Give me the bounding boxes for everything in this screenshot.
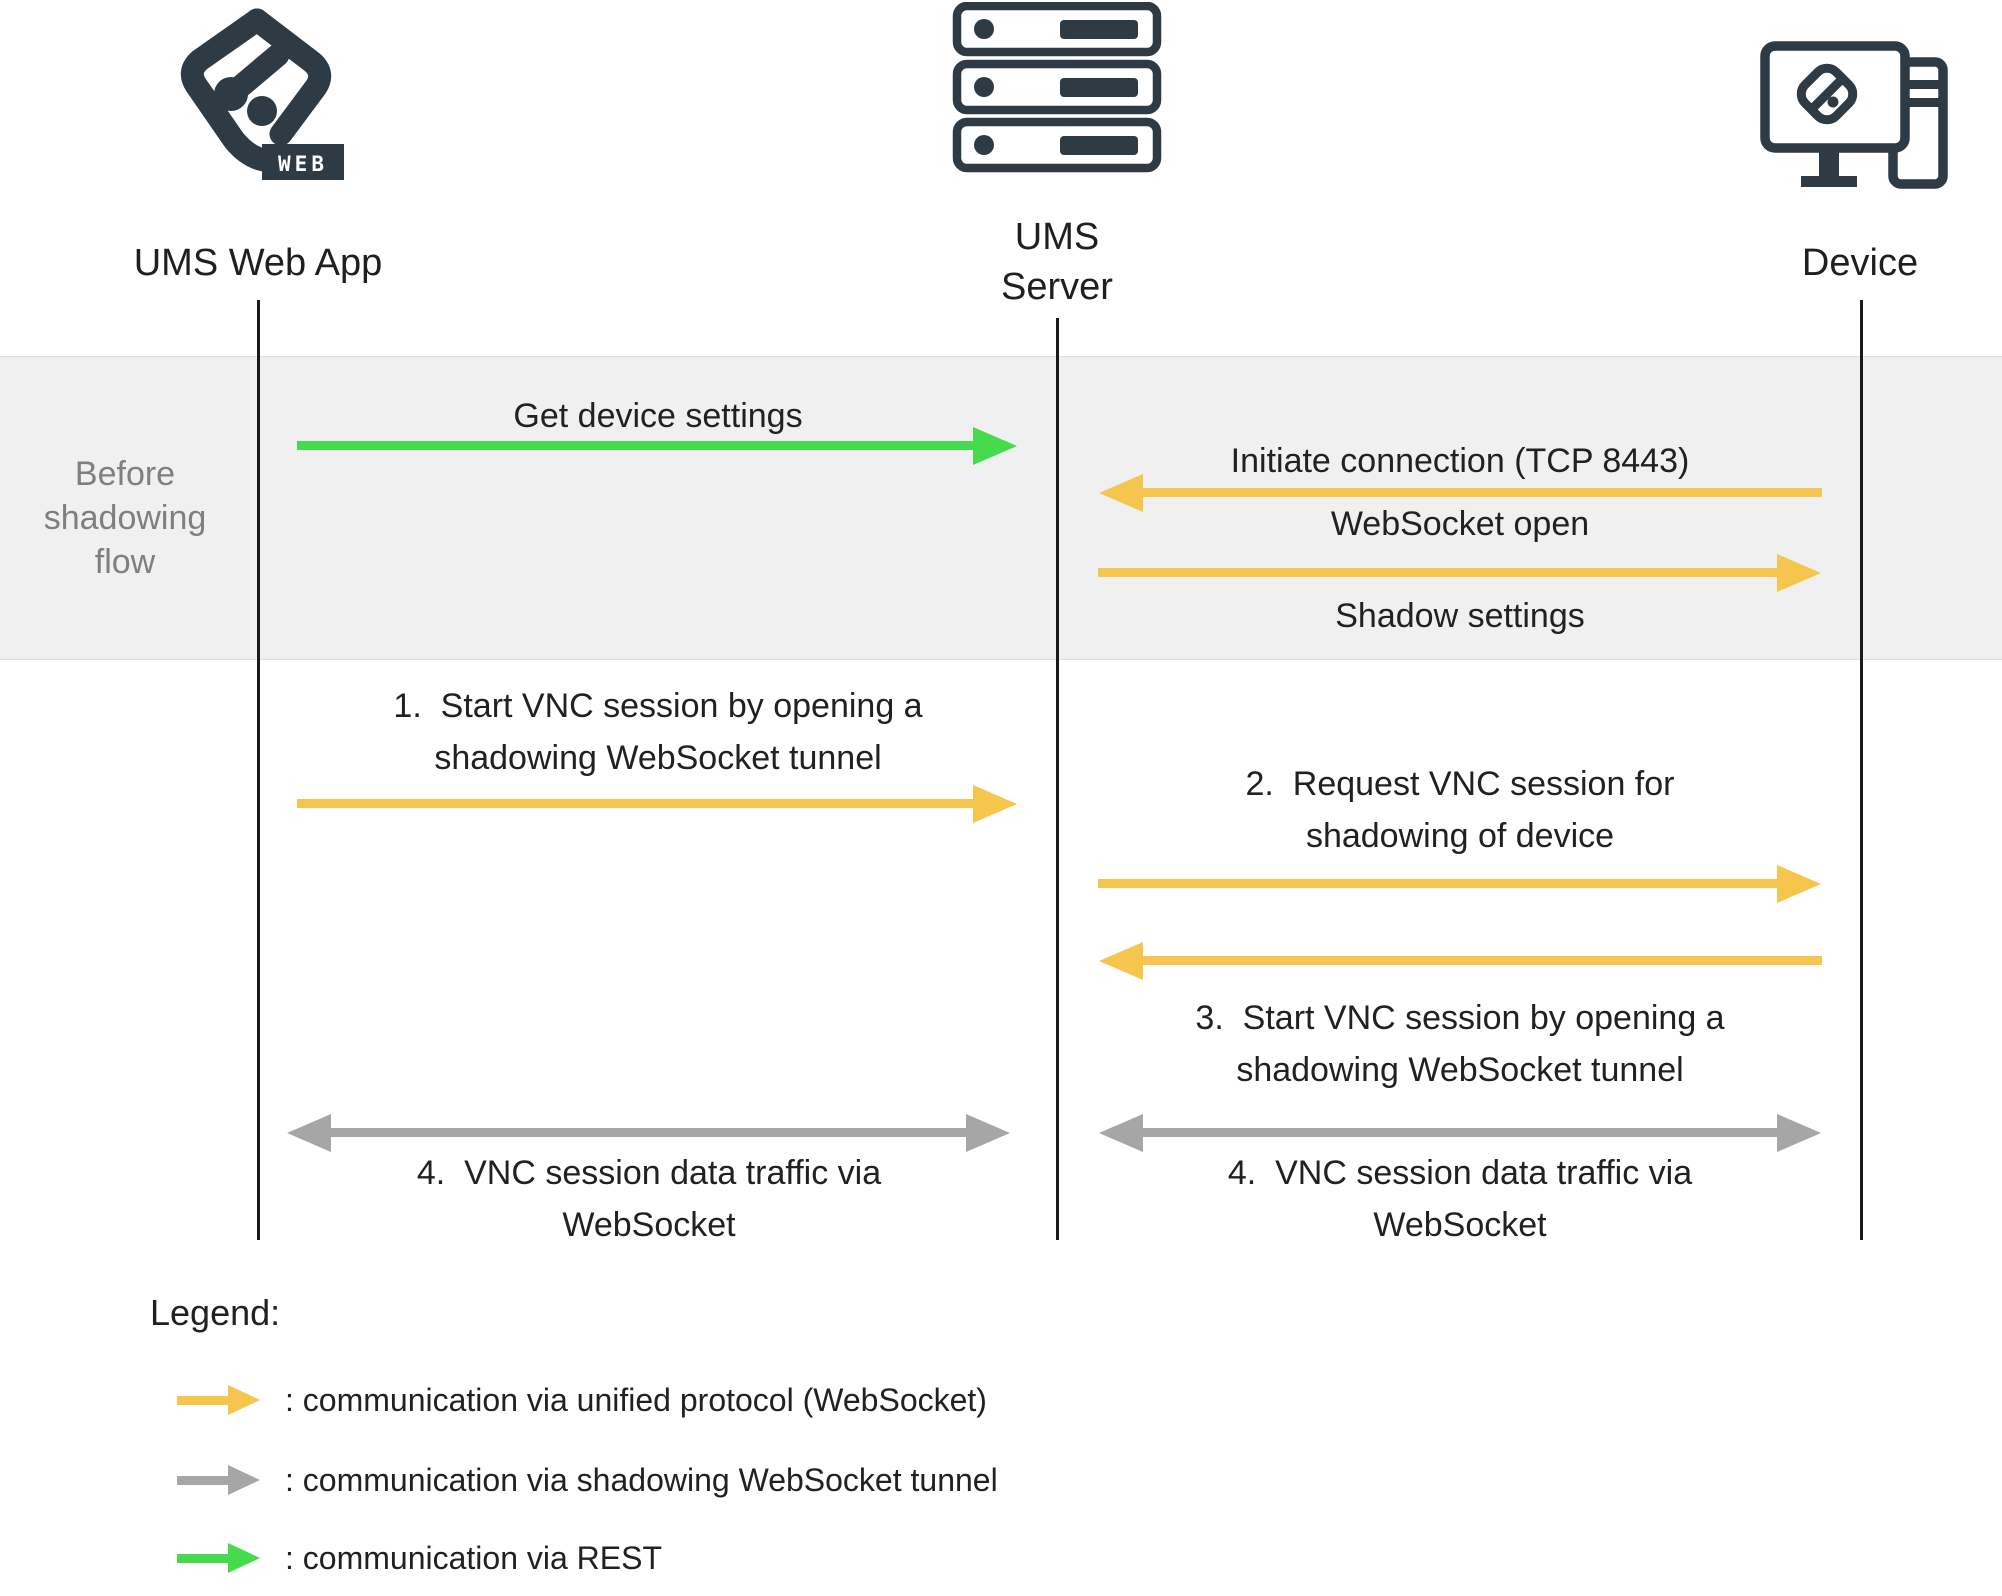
message-step4-left-line1: 4. VNC session data traffic via [416, 1154, 882, 1192]
actor-label-ums-server-line2: Server [1001, 266, 1113, 308]
phase-band-label: Before shadowing flow [43, 455, 207, 581]
ums-server-icon [952, 1, 1162, 179]
legend-item-label: : communication via unified protocol (We… [285, 1381, 987, 1418]
legend-title: Legend: [150, 1292, 281, 1333]
arrow-step1 [297, 799, 974, 808]
arrow-get-device-settings [297, 441, 974, 450]
web-badge-label: WEB [278, 152, 328, 176]
message-step4-right-line2: WebSocket [1373, 1206, 1547, 1244]
message-step1: 1. Start VNC session by opening a shadow… [297, 680, 1019, 784]
arrow-step3 [1142, 956, 1822, 965]
message-step2-line2: shadowing of device [1305, 817, 1615, 855]
message-step2-line1: 2. Request VNC session for [1245, 765, 1675, 803]
legend-item-label: : communication via REST [285, 1539, 663, 1576]
message-step4-right-line1: 4. VNC session data traffic via [1227, 1154, 1693, 1192]
unified-protocol-arrow-icon [177, 1395, 229, 1405]
actor-label-ums-web-app: UMS Web App [133, 242, 383, 284]
message-step4-left: 4. VNC session data traffic via WebSocke… [286, 1147, 1012, 1251]
actor-label-device: Device [1801, 242, 1919, 284]
message-step4-left-line2: WebSocket [562, 1206, 736, 1244]
legend-item-unified-protocol: : communication via unified protocol (We… [177, 1378, 987, 1422]
message-shadow-settings: Shadow settings [1335, 597, 1585, 635]
legend-item-shadowing-tunnel: : communication via shadowing WebSocket … [177, 1458, 998, 1502]
ums-web-app-logo-icon: WEB [162, 4, 352, 191]
message-initiate-connection: Initiate connection (TCP 8443) [1230, 442, 1690, 480]
message-step3-line1: 3. Start VNC session by opening a [1195, 999, 1725, 1037]
message-step4-right: 4. VNC session data traffic via WebSocke… [1098, 1147, 1822, 1251]
actor-label-ums-server-line1: UMS [1014, 216, 1100, 258]
legend-item-rest: : communication via REST [177, 1536, 662, 1580]
message-websocket-open: WebSocket open [1330, 505, 1590, 543]
lifeline-ums-web-app [257, 300, 260, 1240]
arrow-step4-right [1142, 1128, 1778, 1137]
device-icon [1757, 36, 1957, 213]
arrow-step2 [1098, 879, 1778, 888]
actor-label-ums-server: UMS Server [907, 212, 1207, 312]
before-shadowing-phase-band [0, 356, 2002, 660]
lifeline-device [1860, 300, 1863, 1240]
arrow-initiate-connection [1142, 488, 1822, 497]
arrow-websocket-open [1098, 568, 1778, 577]
message-step1-line2: shadowing WebSocket tunnel [434, 739, 882, 777]
lifeline-ums-server [1056, 318, 1059, 1240]
shadowing-tunnel-arrow-icon [177, 1475, 229, 1485]
message-step3: 3. Start VNC session by opening a shadow… [1098, 992, 1822, 1096]
legend-item-label: : communication via shadowing WebSocket … [285, 1461, 998, 1498]
message-step2: 2. Request VNC session for shadowing of … [1098, 758, 1822, 862]
message-step3-line2: shadowing WebSocket tunnel [1236, 1051, 1684, 1089]
message-step1-line1: 1. Start VNC session by opening a [393, 687, 923, 725]
arrow-step4-left [330, 1128, 967, 1137]
message-get-device-settings: Get device settings [513, 397, 803, 435]
rest-arrow-icon [177, 1553, 229, 1563]
